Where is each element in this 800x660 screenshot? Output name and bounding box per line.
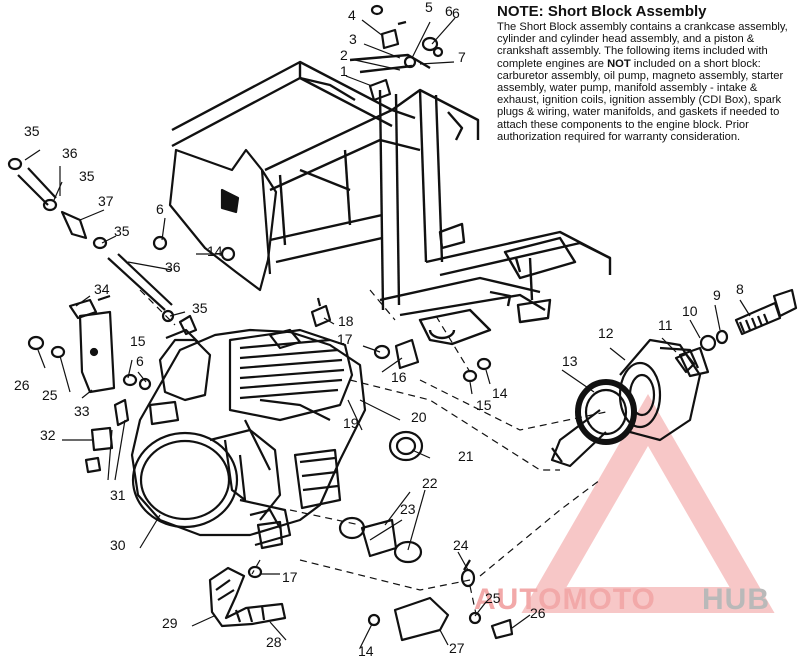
callout-label: 8 xyxy=(736,281,744,297)
callout-label: 21 xyxy=(458,448,474,464)
callout-label: 18 xyxy=(338,313,354,329)
callout-label: 35 xyxy=(192,300,208,316)
routing-dashed-lines xyxy=(139,289,607,615)
watermark-text-part1: AUTOMOTO xyxy=(474,583,656,616)
callout-label: 17 xyxy=(337,331,353,347)
callout-label: 19 xyxy=(343,415,359,431)
watermark-logo: AUTOMOTO HUB xyxy=(474,394,775,616)
callout-label: 12 xyxy=(598,325,614,341)
callout-label: 14 xyxy=(492,385,508,401)
vehicle-frame xyxy=(171,53,612,346)
watermark-text-part2: HUB xyxy=(702,583,770,616)
callout-label: 6 xyxy=(156,201,164,217)
callout-label: 15 xyxy=(130,333,146,349)
callout-label: 6 xyxy=(452,5,460,21)
callout-label: 32 xyxy=(40,427,56,443)
callout-label: 11 xyxy=(658,317,673,333)
callout-label: 3 xyxy=(349,31,357,47)
callout-label: 13 xyxy=(562,353,578,369)
callout-label: 36 xyxy=(62,145,78,161)
callout-label: 35 xyxy=(114,223,130,239)
callout-label: 36 xyxy=(165,259,181,275)
short-block-note: NOTE: Short Block Assembly The Short Blo… xyxy=(497,3,797,143)
callout-label: 25 xyxy=(42,387,58,403)
callout-label: 27 xyxy=(449,640,465,656)
callout-label: 6 xyxy=(445,3,453,19)
callout-label: 14 xyxy=(207,243,223,259)
callout-label: 15 xyxy=(476,397,492,413)
note-body-intro: The Short Block assembly contains a cran… xyxy=(497,21,788,70)
note-body-rest: included on a short block: carburetor as… xyxy=(497,57,784,143)
leader-lines xyxy=(24,17,751,649)
hoses-and-fittings xyxy=(7,4,514,642)
callout-label: 37 xyxy=(98,193,114,209)
callout-label: 34 xyxy=(94,281,110,297)
callout-label: 14 xyxy=(358,643,374,659)
frame-side-plate xyxy=(168,148,278,292)
callout-label: 26 xyxy=(530,605,546,621)
callout-label: 30 xyxy=(110,537,126,553)
callout-label: 10 xyxy=(682,303,698,319)
callout-label: 5 xyxy=(425,0,433,15)
note-body-emphasis: NOT xyxy=(607,57,631,70)
water-pump-assembly xyxy=(550,288,798,468)
callout-label: 24 xyxy=(453,537,469,553)
callout-label: 22 xyxy=(422,475,438,491)
callout-label: 1 xyxy=(340,63,348,79)
callout-label: 16 xyxy=(391,369,407,385)
note-title: NOTE: Short Block Assembly xyxy=(497,3,707,20)
callout-label: 17 xyxy=(282,569,298,585)
callout-label: 9 xyxy=(713,287,721,303)
engine-assembly xyxy=(130,314,367,550)
callout-label: 25 xyxy=(485,590,501,606)
note-body: The Short Block assembly contains a cran… xyxy=(497,21,797,143)
callout-label: 7 xyxy=(458,49,466,65)
callout-label: 29 xyxy=(162,615,178,631)
callout-label: 4 xyxy=(348,7,356,23)
callout-label: 6 xyxy=(136,353,144,369)
callout-label: 23 xyxy=(400,501,416,517)
callout-label: 28 xyxy=(266,634,282,650)
callout-label: 26 xyxy=(14,377,30,393)
callout-label: 31 xyxy=(110,487,126,503)
callout-label: 33 xyxy=(74,403,90,419)
callout-label: 20 xyxy=(411,409,427,425)
callout-label: 35 xyxy=(24,123,40,139)
callout-label: 2 xyxy=(340,47,348,63)
callout-label: 35 xyxy=(79,168,95,184)
